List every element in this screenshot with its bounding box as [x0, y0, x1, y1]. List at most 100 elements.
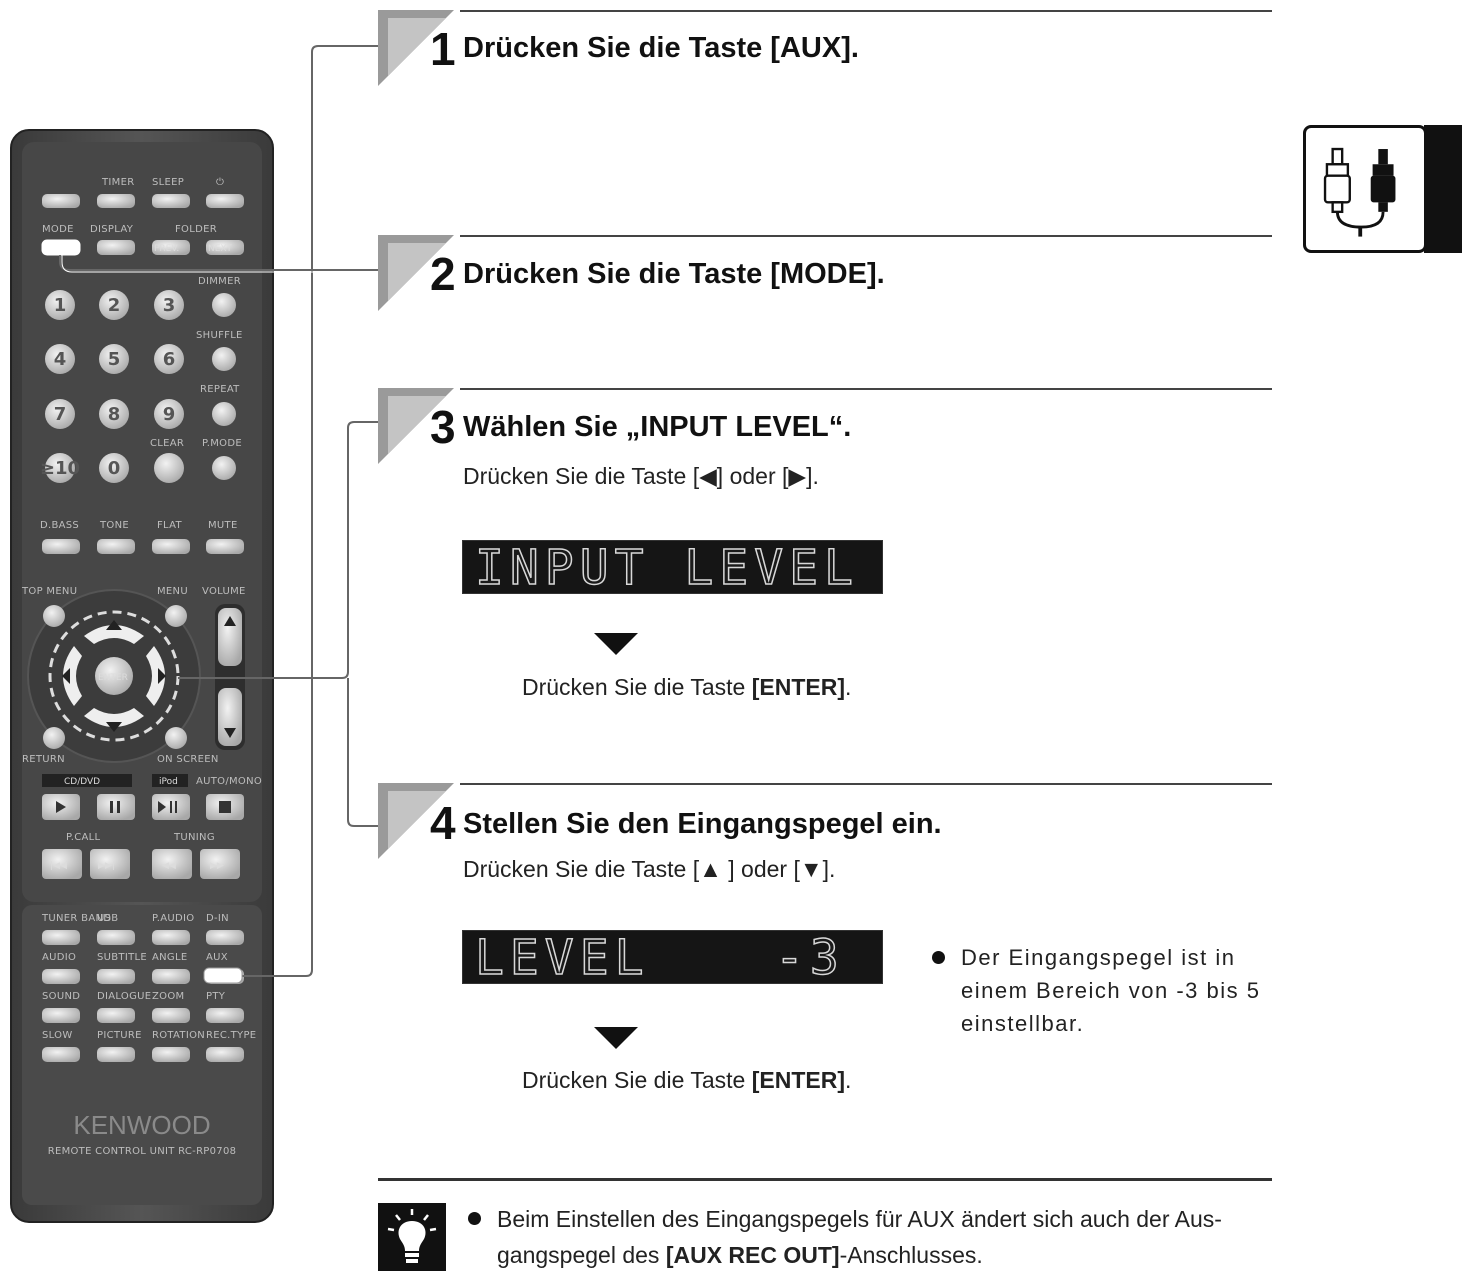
svg-text:6: 6 — [163, 349, 176, 370]
remote-button-label: ZOOM — [152, 991, 184, 1002]
svg-text:DIMMER: DIMMER — [198, 276, 241, 287]
svg-text:⏻: ⏻ — [216, 177, 224, 188]
step-4-title: Stellen Sie den Eingangspegel ein. — [463, 808, 942, 840]
svg-text:≥10: ≥10 — [40, 458, 80, 479]
pause-button — [97, 794, 135, 820]
cursor-right-icon: ▶ — [788, 463, 807, 489]
power-button — [206, 194, 244, 208]
dbass-button — [42, 539, 80, 554]
tune-up-button — [200, 849, 240, 879]
on-screen-button — [165, 727, 187, 749]
svg-text:AUTO/MONO: AUTO/MONO — [196, 776, 262, 787]
remote-button — [152, 1047, 190, 1062]
remote-button-label: AUDIO — [42, 952, 76, 963]
svg-text:P.CALL: P.CALL — [66, 832, 101, 843]
svg-text:ENTER: ENTER — [98, 673, 128, 683]
svg-text:PREV.: PREV. — [154, 244, 179, 254]
svg-text:5: 5 — [108, 349, 121, 370]
skip-back-button — [42, 849, 82, 879]
tip-rule — [378, 1178, 1272, 1181]
svg-text:7: 7 — [54, 404, 67, 425]
svg-text:P.MODE: P.MODE — [202, 438, 242, 449]
svg-text:CD/DVD: CD/DVD — [64, 777, 100, 787]
svg-text:TIMER: TIMER — [101, 177, 134, 188]
step-4-rule — [460, 783, 1272, 785]
svg-text:REPEAT: REPEAT — [200, 384, 240, 395]
remote-button-label: AUX — [206, 952, 228, 963]
cursor-left-icon: ◀ — [699, 463, 717, 489]
svg-text:TUNING: TUNING — [173, 832, 215, 843]
number-button: 3 — [154, 290, 184, 320]
down-button — [84, 708, 144, 727]
top-menu-button — [43, 605, 65, 627]
remote-button-label: PICTURE — [97, 1030, 142, 1041]
right-button — [146, 646, 165, 706]
clear-button — [154, 453, 184, 483]
step-badge-icon — [378, 235, 454, 311]
remote-button-label: SLOW — [42, 1030, 73, 1041]
remote-button — [97, 1008, 135, 1023]
svg-text:◀◀: ◀◀ — [162, 861, 176, 871]
step-3-confirm: Drücken Sie die Taste [ENTER]. — [522, 674, 852, 700]
svg-text:3: 3 — [163, 295, 176, 316]
remote-button-label: REC.TYPE — [206, 1030, 256, 1041]
svg-text:RETURN: RETURN — [22, 754, 65, 765]
function-button — [212, 402, 236, 426]
lcd-display: LEVEL -3 — [462, 930, 883, 984]
step-4-number: 4 — [430, 797, 456, 849]
remote-button — [42, 1008, 80, 1023]
lightbulb-icon — [378, 1203, 446, 1271]
skip-forward-button — [90, 849, 130, 879]
cursor-down-icon: ▼ — [799, 856, 823, 882]
svg-text:▶▶|: ▶▶| — [98, 861, 115, 871]
svg-text:REMOTE CONTROL UNIT RC-RP0708: REMOTE CONTROL UNIT RC-RP0708 — [48, 1146, 237, 1157]
number-button: ≥10 — [40, 453, 80, 483]
svg-text:FOLDER: FOLDER — [175, 224, 217, 235]
step-2-title: Drücken Sie die Taste [MODE]. — [463, 258, 885, 290]
return-button — [43, 727, 65, 749]
svg-text:4: 4 — [54, 349, 67, 370]
step-3-number: 3 — [430, 401, 456, 453]
remote-button — [42, 969, 80, 984]
bullet-icon — [468, 1212, 481, 1226]
left-button — [63, 646, 82, 706]
tune-down-button — [152, 849, 192, 879]
remote-button — [97, 1047, 135, 1062]
step-4-confirm: Drücken Sie die Taste [ENTER]. — [522, 1067, 852, 1093]
step-1-rule — [460, 10, 1272, 12]
step-3-title: Wählen Sie „INPUT LEVEL“. — [463, 411, 852, 443]
svg-text:TOP MENU: TOP MENU — [21, 586, 77, 597]
svg-text:D.BASS: D.BASS — [40, 520, 79, 531]
next-button — [206, 240, 244, 255]
number-button: 8 — [99, 399, 129, 429]
remote-button-label: USB — [97, 913, 118, 924]
svg-text:0: 0 — [108, 458, 121, 479]
rca-connector-icon — [1323, 147, 1396, 237]
svg-text:NEXT: NEXT — [208, 244, 232, 254]
mode-button — [41, 239, 81, 256]
svg-text:TONE: TONE — [99, 520, 129, 531]
remote-button — [97, 930, 135, 945]
remote-button — [152, 1008, 190, 1023]
svg-text:DISPLAY: DISPLAY — [90, 224, 134, 235]
remote-button-label: TUNER BAND — [41, 913, 111, 924]
number-button: 0 — [99, 453, 129, 483]
step-badge-icon — [378, 783, 454, 859]
remote-button-label: SUBTITLE — [97, 952, 147, 963]
svg-text:MODE: MODE — [42, 224, 74, 235]
up-button — [84, 625, 144, 644]
remote-button-label: D-IN — [206, 913, 229, 924]
svg-text:8: 8 — [108, 404, 121, 425]
svg-text:ON SCREEN: ON SCREEN — [157, 754, 219, 765]
display-button — [97, 240, 135, 255]
remote-button — [97, 969, 135, 984]
step-3-rule — [460, 388, 1272, 390]
open-button — [42, 194, 80, 208]
remote-button — [42, 1047, 80, 1062]
step-badge-icon — [378, 10, 454, 86]
svg-text:9: 9 — [163, 404, 176, 425]
bullet-icon — [932, 951, 945, 964]
remote-button — [152, 969, 190, 984]
remote-button-label: SOUND — [42, 991, 80, 1002]
remote-button — [42, 930, 80, 945]
